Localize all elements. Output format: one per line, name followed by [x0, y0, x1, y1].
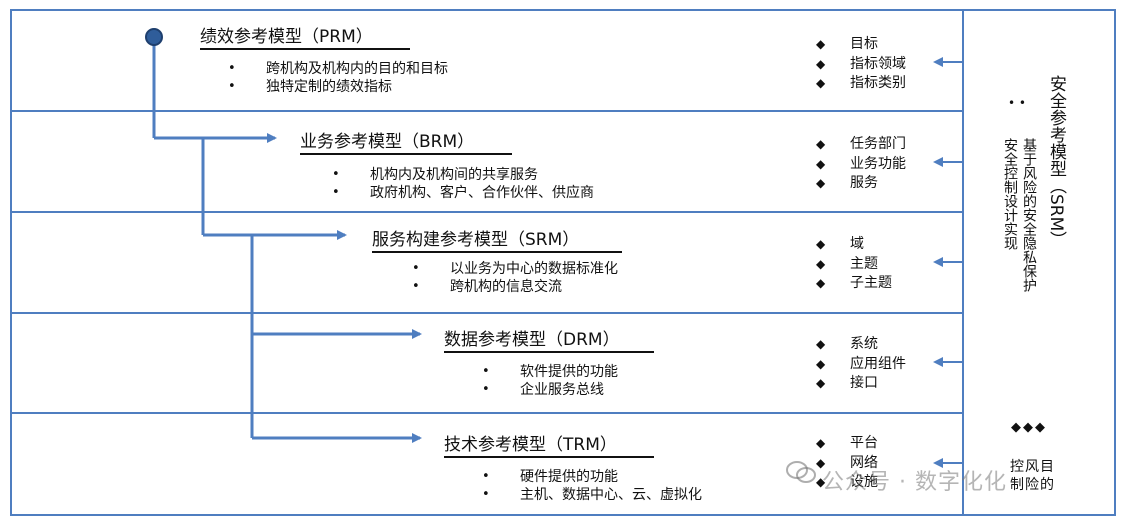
list-item: ◆业务功能 [816, 155, 906, 172]
list-item: •以业务为中心的数据标准化 [412, 261, 618, 277]
list-item: ◆主题 [816, 255, 878, 272]
list-item: ◆指标领域 [816, 55, 906, 72]
list-item: ◆平台 [816, 435, 878, 451]
prm-title: 绩效参考模型（PRM） [200, 27, 373, 47]
security-srm-line-2: 安全控制设计实现 [1002, 138, 1018, 250]
service-srm-title-underline [372, 251, 622, 253]
drm-items: ◆系统 ◆应用组件 ◆接口 [816, 335, 906, 394]
wechat-icon [786, 460, 816, 484]
list-item: ◆任务部门 [816, 136, 906, 152]
list-item: ◆域 [816, 236, 864, 252]
list-item: ◆系统 [816, 336, 878, 352]
drm-title-underline [444, 351, 654, 353]
brm-title-underline [300, 153, 512, 155]
security-srm-bottom-2: 制险的 [1010, 477, 1055, 493]
drm-bullets: •软件提供的功能 •企业服务总线 [482, 363, 618, 399]
list-item: •企业服务总线 [482, 382, 604, 398]
list-item: •硬件提供的功能 [482, 469, 618, 485]
prm-title-underline [200, 48, 410, 50]
service-srm-items: ◆域 ◆主题 ◆子主题 [816, 235, 892, 294]
list-item: ◆网络 [816, 454, 878, 471]
list-item: •跨机构及机构内的目的和目标 [228, 61, 448, 77]
prm-items: ◆目标 ◆指标领域 ◆指标类别 [816, 35, 906, 94]
trm-title-underline [444, 456, 654, 458]
outer-frame [10, 9, 1116, 516]
prm-bullets: •跨机构及机构内的目的和目标 •独特定制的绩效指标 [228, 60, 448, 96]
security-srm-line-1: 基于风险的安全隐私保护 [1021, 138, 1037, 292]
list-item: •机构内及机构间的共享服务 [332, 167, 538, 183]
list-item: ◆子主题 [816, 275, 892, 291]
start-node [145, 28, 163, 46]
trm-items: ◆平台 ◆网络 ◆设施 [816, 434, 878, 493]
list-item: ◆应用组件 [816, 355, 906, 372]
brm-title: 业务参考模型（BRM） [300, 132, 475, 152]
list-item: ◆接口 [816, 375, 878, 391]
list-item: •软件提供的功能 [482, 364, 618, 380]
list-item: ◆指标类别 [816, 75, 906, 91]
security-srm-dots-bottom: ◆◆◆ [1011, 420, 1047, 435]
list-item: •政府机构、客户、合作伙伴、供应商 [332, 185, 594, 201]
drm-title: 数据参考模型（DRM） [444, 330, 620, 350]
list-item: •跨机构的信息交流 [412, 279, 562, 295]
list-item: ◆目标 [816, 36, 878, 52]
brm-items: ◆任务部门 ◆业务功能 ◆服务 [816, 135, 906, 194]
list-item: ◆设施 [816, 474, 878, 490]
list-item: ◆服务 [816, 175, 878, 191]
watermark-text: 公众号 · 数字化化 [822, 470, 1007, 495]
brm-bullets: •机构内及机构间的共享服务 •政府机构、客户、合作伙伴、供应商 [332, 166, 594, 202]
list-item: •主机、数据中心、云、虚拟化 [482, 487, 702, 503]
service-srm-title: 服务构建参考模型（SRM） [372, 230, 580, 250]
security-srm-dots-top: • • [1008, 96, 1026, 110]
trm-title: 技术参考模型（TRM） [444, 435, 617, 455]
service-srm-bullets: •以业务为中心的数据标准化 •跨机构的信息交流 [412, 260, 618, 296]
list-item: •独特定制的绩效指标 [228, 79, 392, 95]
security-srm-bottom-1: 控风目 [1010, 459, 1055, 475]
trm-bullets: •硬件提供的功能 •主机、数据中心、云、虚拟化 [482, 468, 702, 504]
security-srm-title: 安全参考模型（SRM） [1046, 75, 1066, 249]
